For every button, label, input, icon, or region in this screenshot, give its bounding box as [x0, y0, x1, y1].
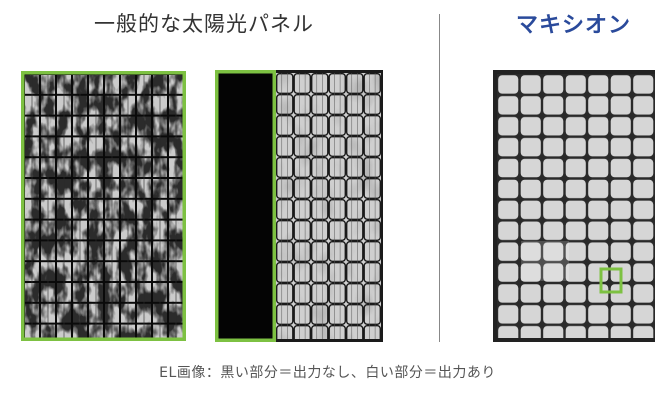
cracked-panel-el-image: [21, 71, 186, 341]
partial-output-panel-el-image: [215, 70, 383, 342]
maxeon-heading: マキシオン: [516, 13, 632, 38]
conventional-panel-heading: 一般的な太陽光パネル: [94, 12, 314, 36]
el-image-caption: EL画像：黒い部分＝出力なし、白い部分＝出力あり: [159, 365, 496, 381]
maxeon-panel-el-image: [493, 70, 655, 342]
section-divider: [439, 14, 440, 342]
